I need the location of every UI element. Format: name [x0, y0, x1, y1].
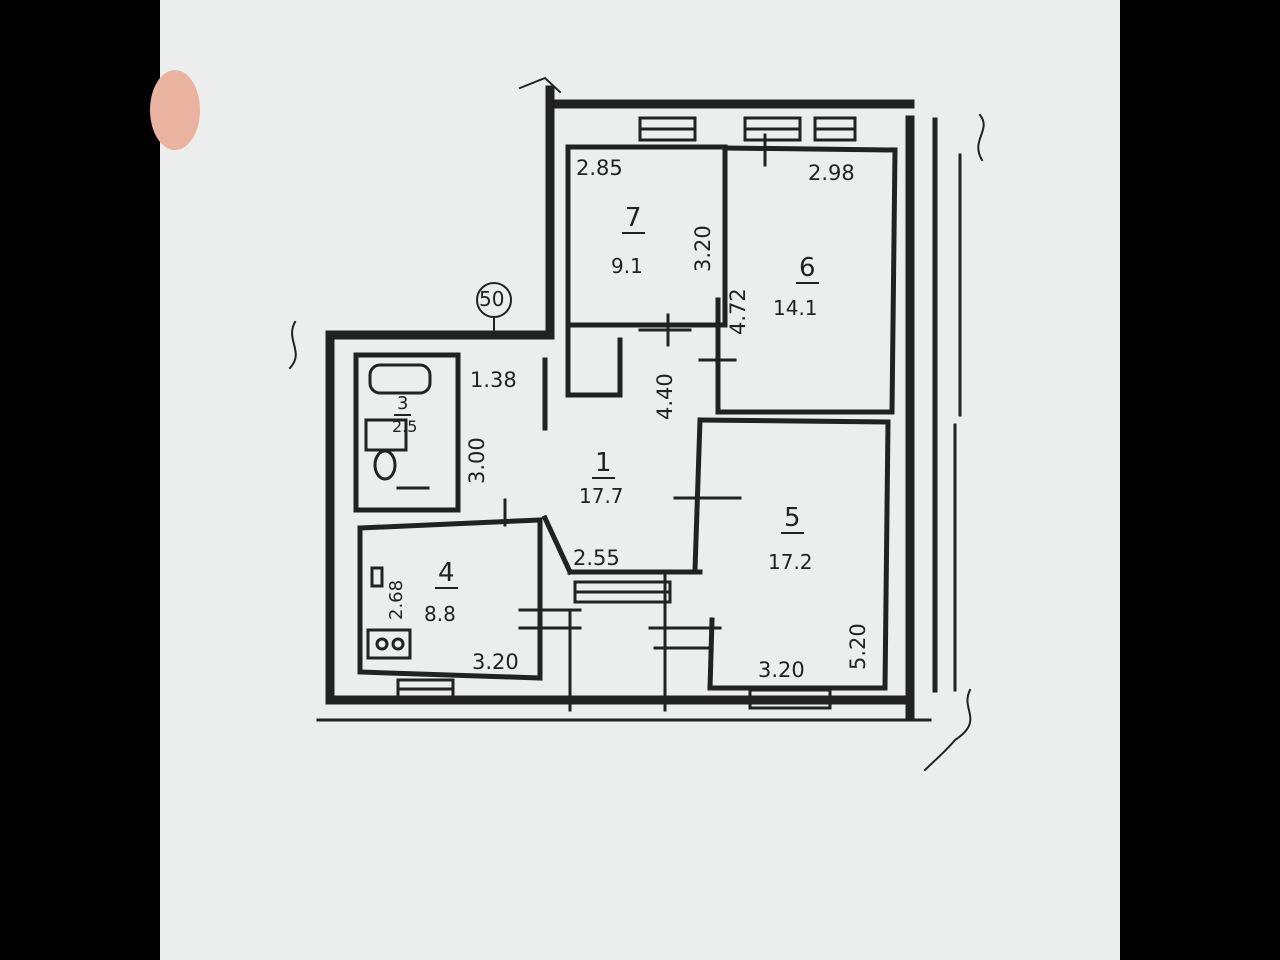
- room-7-number: 7: [622, 205, 645, 234]
- door-marks: [396, 133, 767, 527]
- stair-marker-number: 50: [479, 287, 505, 311]
- windows: [396, 116, 857, 710]
- room-7-walls: [565, 144, 728, 328]
- room-6-width: 2.98: [808, 161, 855, 185]
- room-5-area: 17.2: [768, 550, 813, 574]
- stair-lines: [518, 573, 722, 712]
- hall-width: 2.55: [573, 546, 620, 570]
- room-6-walls: [715, 145, 898, 415]
- room-6-number: 6: [796, 255, 819, 284]
- room-6-area: 14.1: [773, 296, 818, 320]
- hall-walls: [541, 322, 703, 576]
- room-4-width: 3.20: [472, 650, 519, 674]
- room-4-number: 4: [435, 560, 458, 589]
- room-7-width: 2.85: [576, 156, 623, 180]
- room-1-area: 17.7: [579, 484, 624, 508]
- room-5-width: 3.20: [758, 658, 805, 682]
- room-4-length: 2.68: [386, 579, 407, 620]
- bathroom-walls: [353, 352, 461, 513]
- room-4-area: 8.8: [424, 602, 456, 626]
- fingertip: [150, 70, 200, 150]
- room-7-length: 3.20: [691, 225, 715, 272]
- break-marks: [288, 76, 985, 772]
- bath-width: 1.38: [470, 368, 517, 392]
- bath-length: 3.00: [465, 437, 489, 484]
- room-3-number: 3: [394, 395, 412, 416]
- room-3-area: 2.5: [392, 417, 418, 436]
- room-5-number: 5: [781, 505, 804, 534]
- bath-fixtures: [364, 363, 432, 660]
- room-6-length: 4.72: [726, 288, 750, 335]
- room-1-number: 1: [592, 450, 615, 479]
- hall-length: 4.40: [653, 373, 677, 420]
- room-7-area: 9.1: [611, 254, 643, 278]
- room-5-walls: [692, 417, 891, 691]
- room-4-walls: [357, 517, 543, 681]
- room-5-length: 5.20: [846, 623, 870, 670]
